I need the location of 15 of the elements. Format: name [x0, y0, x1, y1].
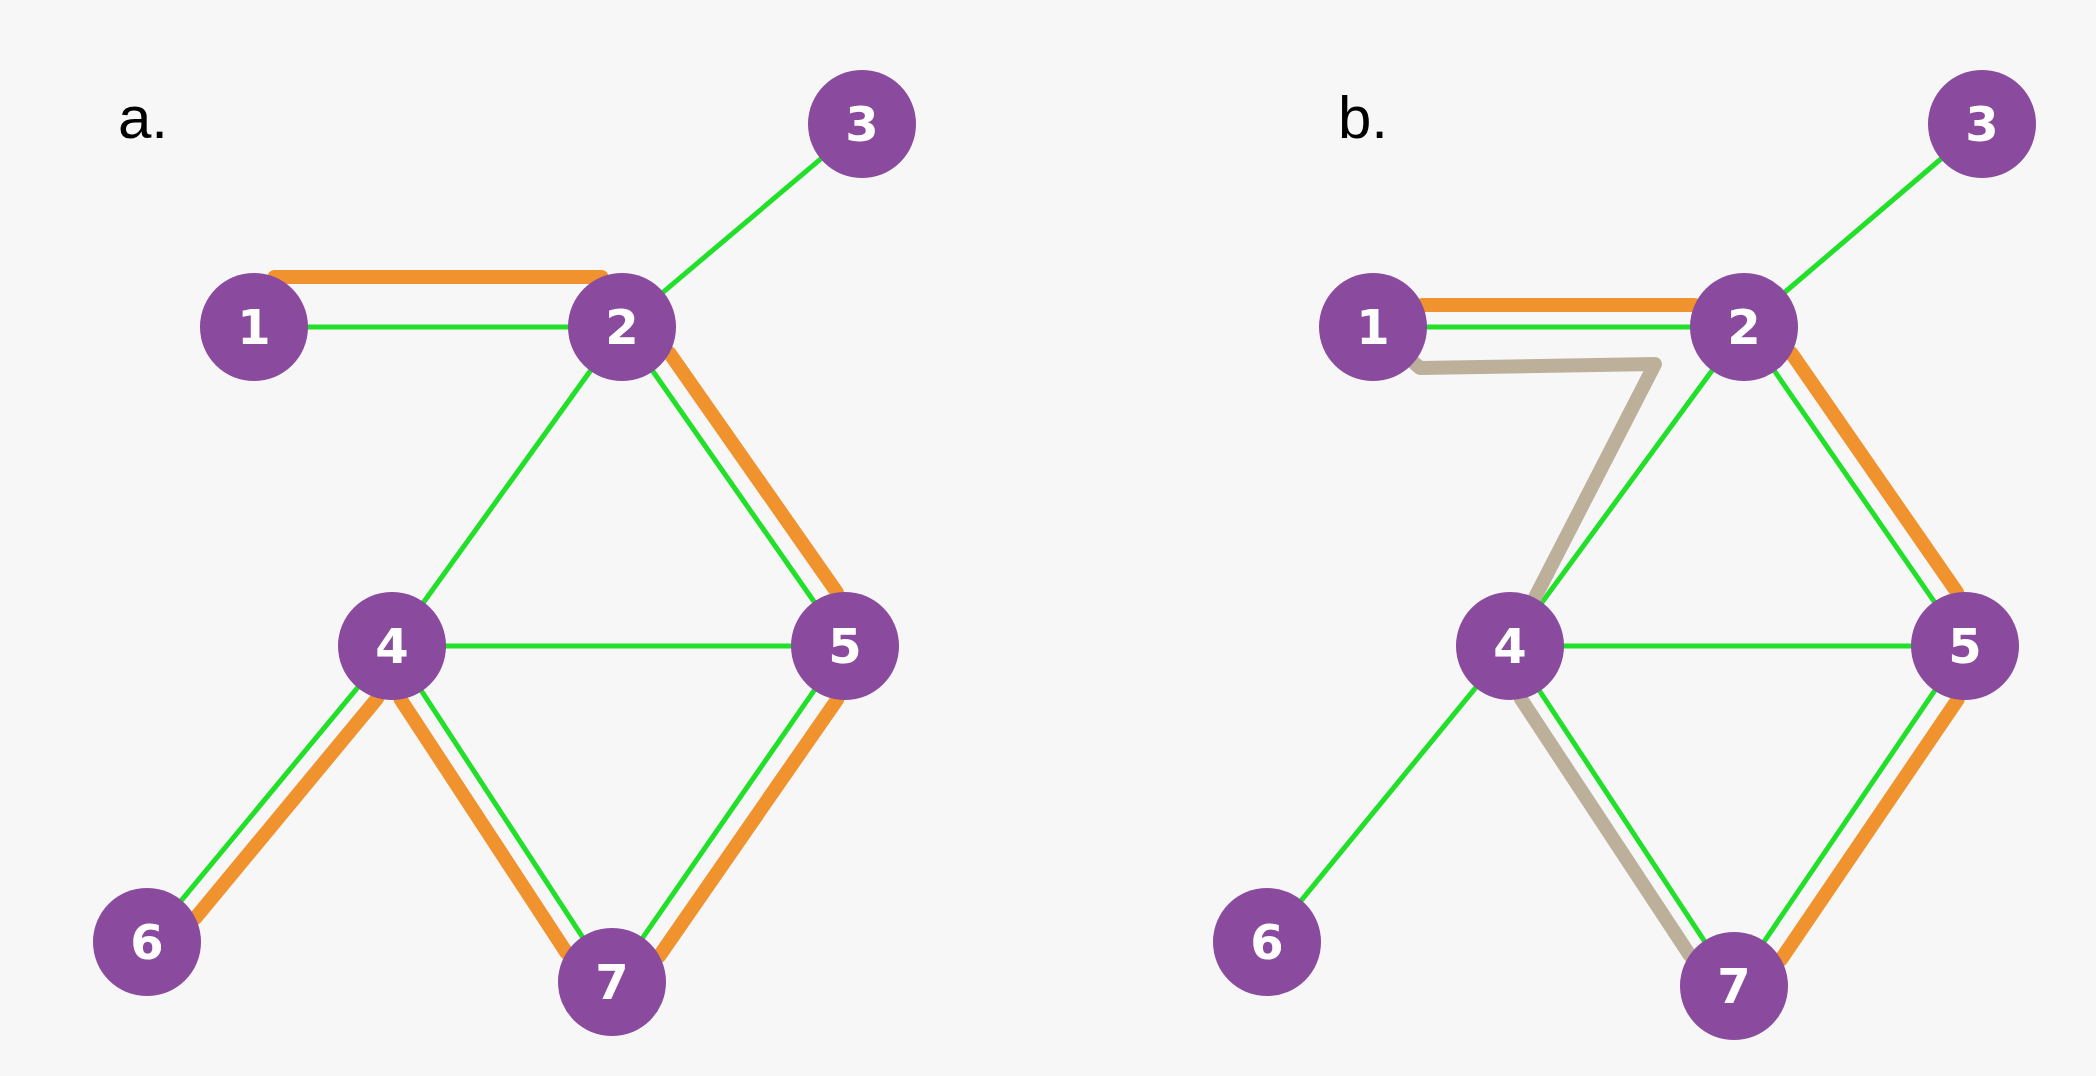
connector-line [267, 270, 609, 284]
connector-line [178, 685, 361, 903]
connector-line [419, 688, 585, 940]
connector-line [1537, 688, 1707, 944]
connector-line [1782, 156, 1944, 295]
connector-line [1761, 688, 1938, 944]
connector-line [660, 156, 824, 295]
connector-line [650, 368, 817, 605]
connector-line [1772, 368, 1937, 605]
connector-line [1298, 685, 1479, 903]
panel-label: b. [1338, 88, 1389, 148]
panel-label: a. [118, 88, 169, 148]
connector-line [421, 368, 593, 605]
connector-line [1539, 368, 1715, 605]
connector-line [640, 687, 817, 941]
